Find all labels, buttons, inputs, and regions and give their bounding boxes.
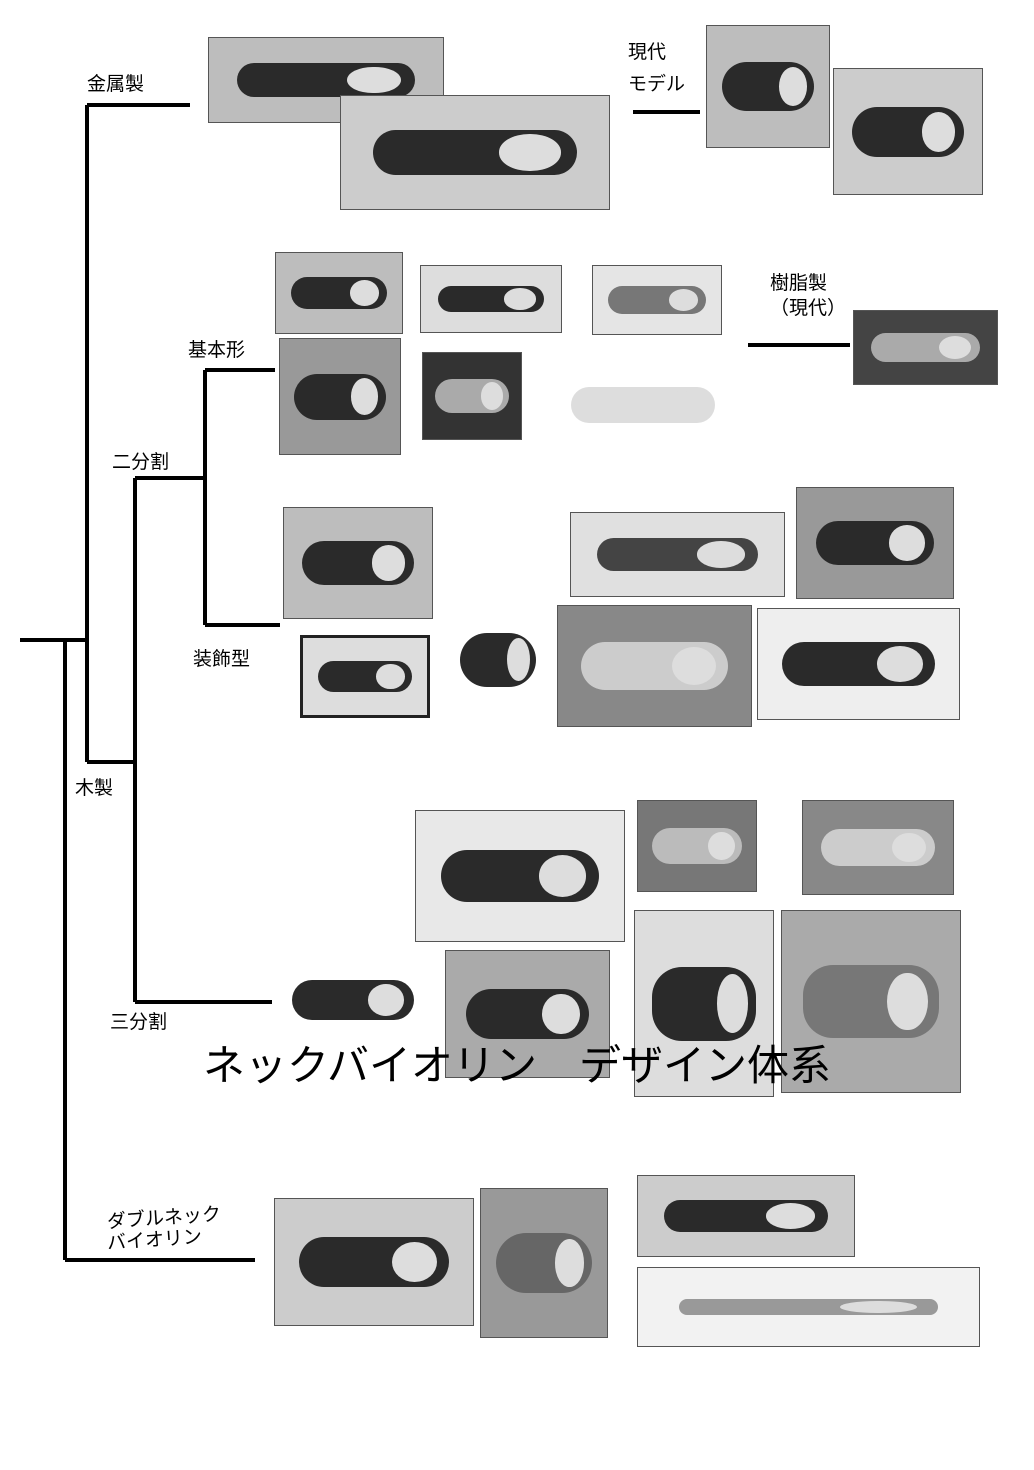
diagram-title: ネックバイオリン デザイン体系 bbox=[203, 1041, 831, 1090]
photo-three-7 bbox=[781, 910, 961, 1093]
label-resin-1: 樹脂製 bbox=[770, 272, 828, 294]
label-modern-model-1: 現代 bbox=[628, 41, 667, 63]
photo-basic-4 bbox=[279, 338, 401, 455]
photo-deco-6 bbox=[557, 605, 752, 727]
photo-deco-7 bbox=[757, 608, 960, 720]
photo-double-4 bbox=[637, 1267, 980, 1347]
photo-deco-4 bbox=[300, 635, 430, 718]
photo-double-3 bbox=[637, 1175, 855, 1257]
photo-deco-1 bbox=[283, 507, 433, 619]
photo-three-4 bbox=[273, 950, 433, 1050]
photo-three-5 bbox=[445, 950, 610, 1078]
label-metal: 金属製 bbox=[87, 73, 145, 95]
photo-deco-5 bbox=[448, 592, 548, 727]
label-decorative: 装飾型 bbox=[193, 648, 251, 670]
photo-double-1 bbox=[274, 1198, 474, 1326]
photo-modern-1 bbox=[706, 25, 830, 148]
photo-metal-2 bbox=[340, 95, 610, 210]
photo-basic-1 bbox=[275, 252, 403, 334]
label-two-part: 二分割 bbox=[112, 451, 170, 473]
photo-basic-5 bbox=[422, 352, 522, 440]
label-modern-model-2: モデル bbox=[628, 73, 686, 95]
photo-basic-3 bbox=[592, 265, 722, 335]
photo-modern-2 bbox=[833, 68, 983, 195]
photo-three-1 bbox=[415, 810, 625, 942]
photo-deco-2 bbox=[570, 512, 785, 597]
photo-resin bbox=[853, 310, 998, 385]
label-three-part: 三分割 bbox=[110, 1011, 168, 1033]
photo-basic-6 bbox=[548, 360, 738, 450]
photo-basic-2 bbox=[420, 265, 562, 333]
label-wooden: 木製 bbox=[75, 777, 114, 799]
photo-three-2 bbox=[637, 800, 757, 892]
photo-double-2 bbox=[480, 1188, 608, 1338]
photo-three-6 bbox=[634, 910, 774, 1097]
photo-deco-3 bbox=[796, 487, 954, 599]
photo-three-3 bbox=[802, 800, 954, 895]
label-resin-2: （現代） bbox=[770, 297, 847, 319]
label-basic: 基本形 bbox=[188, 339, 246, 361]
